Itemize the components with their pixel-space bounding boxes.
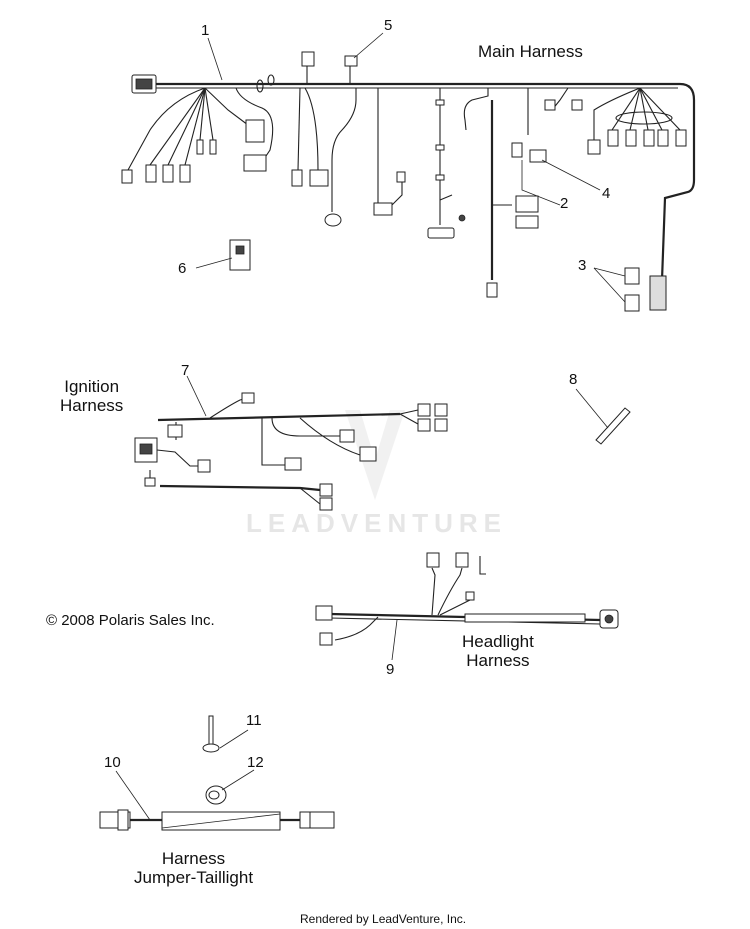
ignition-harness-drawing	[134, 392, 448, 511]
main-harness-drawing	[121, 51, 696, 312]
watermark: LEADVENTURE	[246, 508, 508, 538]
callout-3[interactable]: 3	[578, 257, 587, 274]
footer-credit: Rendered by LeadVenture, Inc.	[300, 912, 467, 926]
main-harness-title: Main Harness	[478, 42, 583, 61]
callout-4[interactable]: 4	[602, 185, 611, 202]
callout-10[interactable]: 10	[104, 754, 121, 771]
callout-9[interactable]: 9	[386, 661, 395, 678]
callout-8[interactable]: 8	[569, 371, 578, 388]
callout-7[interactable]: 7	[181, 362, 190, 379]
taillight-jumper-drawing	[99, 715, 335, 831]
ignition-harness-title: Ignition Harness	[60, 377, 124, 415]
callout-6[interactable]: 6	[178, 260, 187, 277]
jumper-taillight-title: Harness Jumper-Taillight	[134, 849, 254, 887]
headlight-harness-drawing	[315, 552, 619, 646]
callout-leaders	[115, 32, 626, 821]
watermark-logo-icon	[345, 410, 405, 500]
callout-1[interactable]: 1	[201, 22, 210, 39]
part-8-sleeve-drawing	[595, 407, 631, 445]
copyright-text: © 2008 Polaris Sales Inc.	[46, 612, 215, 629]
callout-5[interactable]: 5	[384, 17, 393, 34]
callout-12[interactable]: 12	[247, 754, 264, 771]
headlight-harness-title: Headlight Harness	[462, 632, 534, 670]
callout-2[interactable]: 2	[560, 195, 569, 212]
callout-11[interactable]: 11	[246, 712, 262, 729]
